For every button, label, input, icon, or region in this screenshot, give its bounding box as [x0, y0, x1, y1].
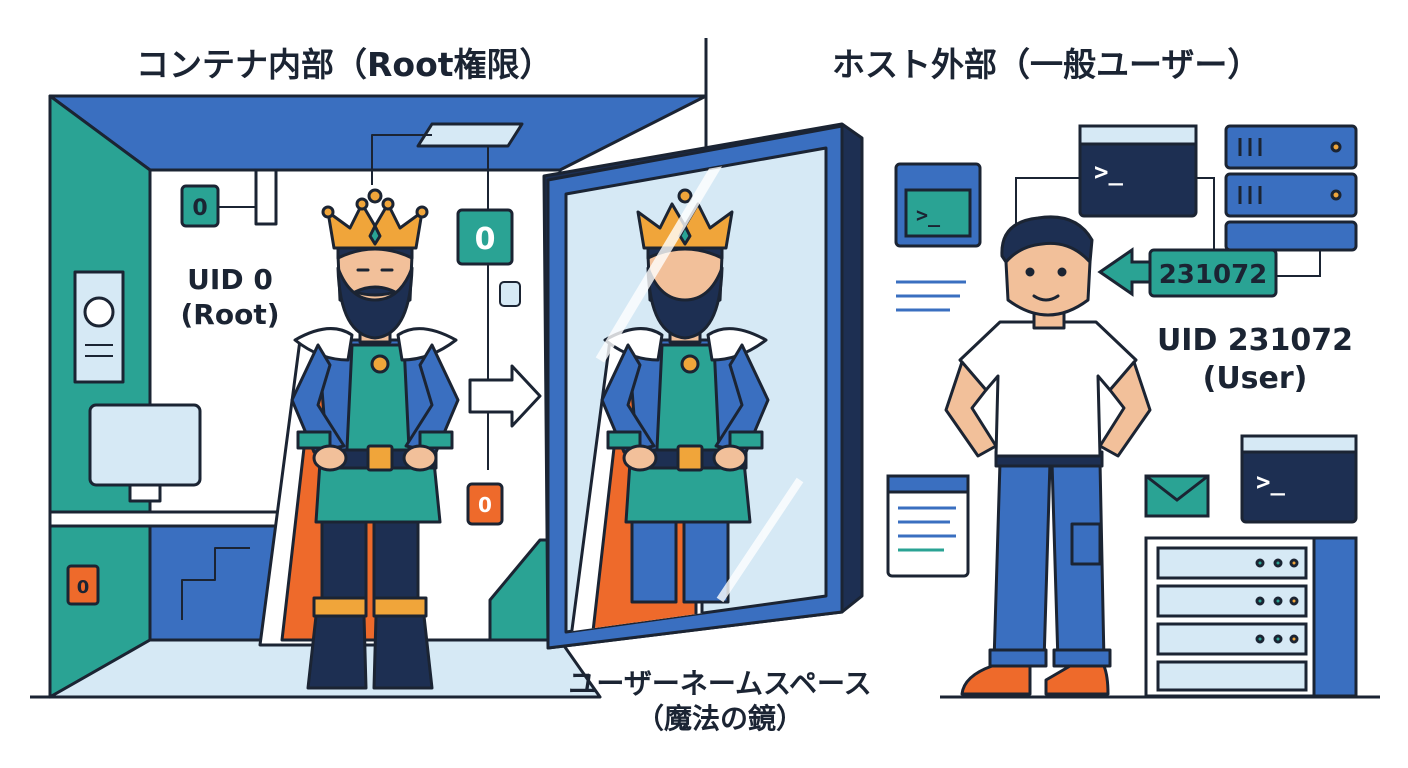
user-hair [1000, 215, 1094, 264]
desk-top [48, 510, 282, 528]
uid-badge-2-text: 0 [475, 222, 496, 257]
uid-badge-1-text: 0 [192, 196, 207, 221]
right-boot [372, 614, 434, 690]
mapped-uid-text: 231072 [1159, 260, 1268, 290]
pass-arrow [468, 364, 542, 428]
mapped-uid-tag: 231072 [1097, 247, 1278, 298]
terminal-bottom-prompt: >_ [1256, 468, 1285, 496]
mirror-caption-line1: ユーザーネームスペース [568, 667, 872, 700]
regular-user-figure [944, 215, 1152, 696]
uid-badge-4-text: 0 [77, 577, 90, 598]
ceiling-light [416, 122, 524, 148]
desk-monitor [88, 403, 202, 487]
browser-window [886, 474, 970, 578]
mirror-caption-line2: （魔法の鏡） [635, 702, 804, 735]
desk-cabinet [148, 524, 282, 642]
terminal-window-small: >_ [894, 162, 982, 248]
root-king-figure [258, 188, 460, 690]
left-shoe [960, 664, 1032, 696]
room-ceiling [48, 94, 708, 172]
uid-badge-4: 0 [66, 564, 100, 606]
user-uid-label: UID 231072 (User) [1140, 322, 1370, 397]
mirror-reflection [568, 157, 804, 632]
right-shoe [1044, 664, 1110, 696]
mirror-caption: ユーザーネームスペース （魔法の鏡） [540, 666, 900, 736]
terminal-window-top: >_ [1078, 124, 1198, 218]
jeans-left [992, 460, 1052, 664]
envelope-icon [1144, 474, 1210, 518]
poster-circle [83, 296, 115, 328]
root-uid-line: UID 0 [187, 263, 273, 296]
server-rack [1144, 536, 1358, 698]
wall-switch [254, 168, 278, 226]
root-uid-label: UID 0 (Root) [165, 262, 295, 332]
belt-buckle [366, 444, 394, 472]
host-heading: ホスト外部（一般ユーザー） [832, 45, 1261, 84]
room-left-wall [48, 94, 152, 699]
terminal-small-prompt: >_ [916, 203, 941, 227]
root-uid-role: (Root) [180, 298, 280, 331]
uid-badge-2: 0 [456, 208, 514, 266]
user-uid-role: (User) [1202, 360, 1308, 396]
server-stack-top [1224, 124, 1358, 252]
terminal-window-bottom: >_ [1240, 434, 1358, 524]
uid-badge-1: 0 [180, 184, 220, 228]
uid-badge-3-text: 0 [478, 493, 492, 517]
uid-badge-3: 0 [466, 482, 504, 526]
king-beard [336, 266, 414, 340]
document-lines [896, 280, 966, 312]
container-heading: コンテナ内部（Root権限） [136, 45, 553, 84]
left-boot [306, 614, 368, 690]
terminal-top-prompt: >_ [1094, 158, 1123, 186]
user-uid-line: UID 231072 [1156, 323, 1354, 358]
